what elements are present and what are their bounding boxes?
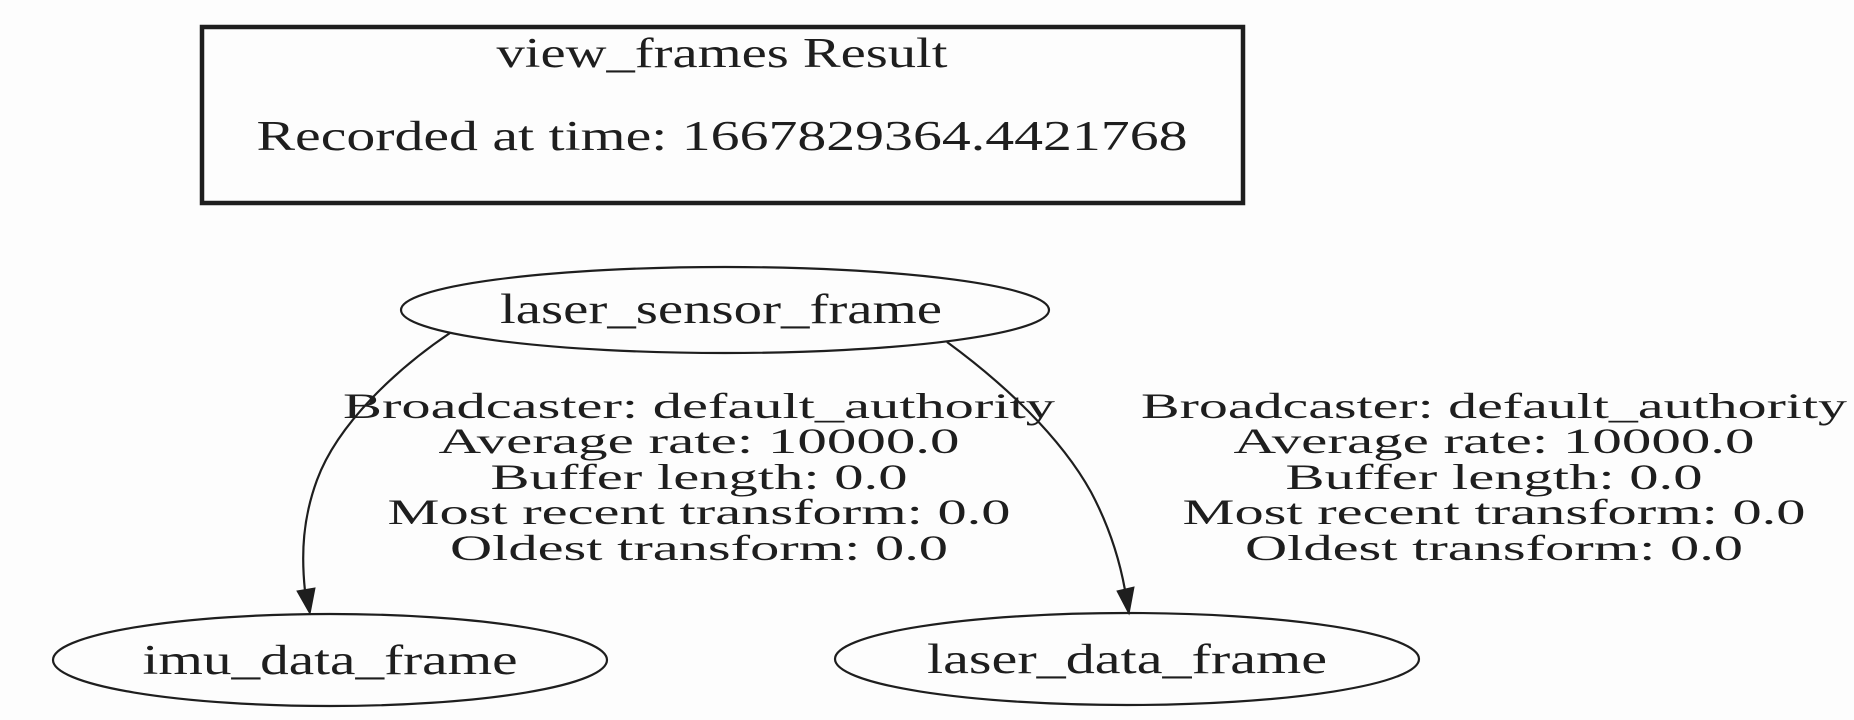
edge-left-label-line: Buffer length: 0.0 [491, 457, 908, 497]
node-imu-data-frame [51, 612, 609, 708]
edge-right-label-line: Most recent transform: 0.0 [1183, 492, 1806, 532]
edge-left-label-line: Broadcaster: default_authority [343, 386, 1055, 426]
edge-right-path [946, 341, 1127, 591]
result-box-title: view_frames Result [497, 31, 948, 77]
edge-right-label: Broadcaster: default_authority Average r… [1141, 386, 1847, 568]
recorded-time-text: Recorded at time: 1667829364.4421768 [257, 114, 1188, 160]
node-laser-sensor-frame [399, 265, 1051, 355]
node-laser-data-frame [833, 611, 1421, 707]
edge-left-label: Broadcaster: default_authority Average r… [343, 386, 1055, 568]
edge-right-label-line: Oldest transform: 0.0 [1245, 528, 1743, 568]
edge-left-path [302, 332, 451, 592]
edge-right-arrowhead [1116, 586, 1135, 616]
edge-right-label-line: Average rate: 10000.0 [1234, 421, 1755, 461]
edge-left-label-line: Average rate: 10000.0 [439, 421, 960, 461]
result-box [199, 24, 1246, 206]
edge-left-arrowhead [296, 587, 316, 616]
node-label-laser-sensor-frame: laser_sensor_frame [500, 287, 942, 333]
node-label-laser-data-frame: laser_data_frame [927, 637, 1327, 683]
edge-left-label-line: Oldest transform: 0.0 [450, 528, 948, 568]
node-label-imu-data-frame: imu_data_frame [143, 638, 518, 684]
edge-right-label-line: Buffer length: 0.0 [1286, 457, 1703, 497]
edge-left-label-line: Most recent transform: 0.0 [388, 492, 1011, 532]
edge-right-label-line: Broadcaster: default_authority [1141, 386, 1847, 426]
